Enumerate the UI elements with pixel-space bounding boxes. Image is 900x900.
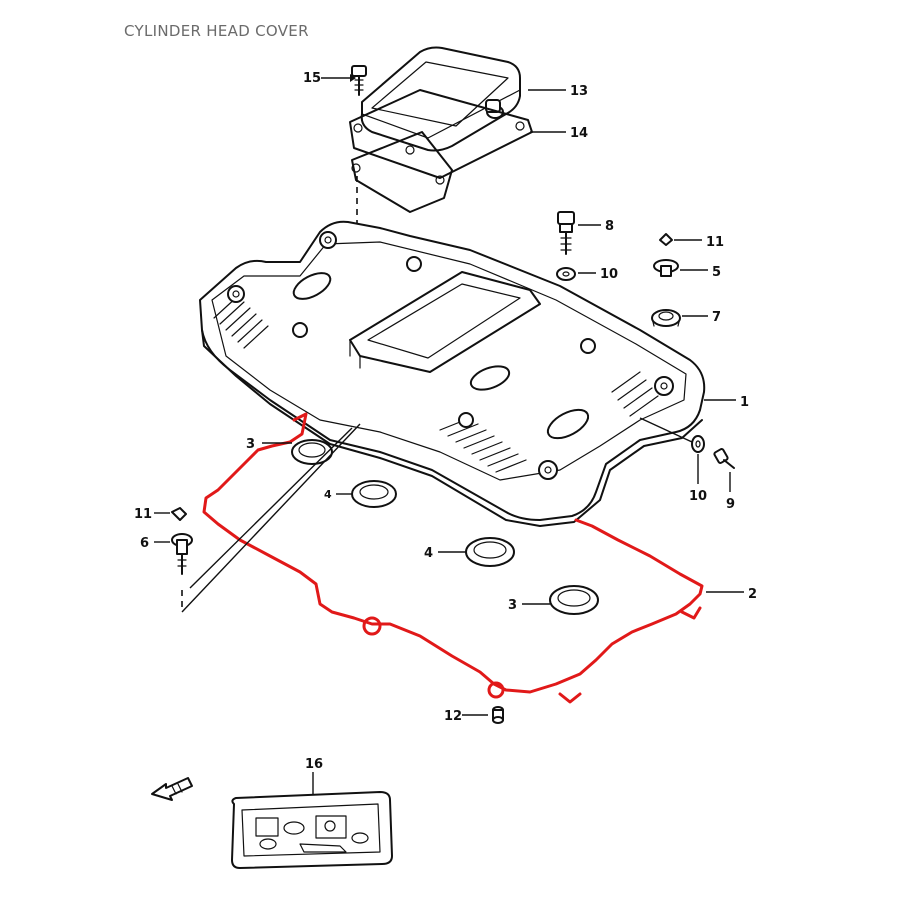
callout-5: 5 — [680, 265, 721, 280]
svg-text:8: 8 — [605, 219, 614, 234]
callout-4-lower: 4 — [424, 546, 466, 561]
callout-3-lower: 3 — [508, 598, 550, 613]
svg-text:7: 7 — [712, 310, 721, 325]
svg-text:10: 10 — [600, 267, 618, 282]
part-2-cover-gasket[interactable] — [202, 412, 704, 704]
part-4-seal-ring-upper[interactable] — [351, 480, 397, 508]
svg-text:11: 11 — [706, 235, 724, 250]
svg-text:4: 4 — [424, 546, 433, 561]
svg-text:4: 4 — [324, 488, 332, 501]
callout-3-upper: 3 — [246, 437, 292, 452]
part-3-seal-ring-lower[interactable] — [549, 585, 599, 615]
svg-text:11: 11 — [134, 507, 152, 522]
part-11-cap-lower[interactable] — [171, 507, 187, 521]
svg-text:5: 5 — [712, 265, 721, 280]
callout-14: 14 — [530, 126, 588, 141]
part-6-bolt[interactable] — [171, 533, 193, 575]
cover-bolt-bosses — [227, 231, 674, 480]
part-10-washer-lower[interactable] — [691, 435, 705, 453]
part-10-washer-upper[interactable] — [556, 267, 576, 281]
svg-text:10: 10 — [689, 489, 707, 504]
part-9-bolt[interactable] — [713, 448, 735, 469]
callout-11-upper: 11 — [674, 235, 724, 250]
svg-text:2: 2 — [748, 587, 757, 602]
svg-text:14: 14 — [570, 126, 588, 141]
callout-16: 16 — [305, 757, 323, 794]
callout-8: 8 — [578, 219, 614, 234]
callout-12: 12 — [444, 709, 488, 724]
svg-text:3: 3 — [246, 437, 255, 452]
front-direction-arrow-icon — [151, 777, 193, 801]
svg-text:6: 6 — [140, 536, 149, 551]
svg-text:1: 1 — [740, 395, 749, 410]
callout-1: 1 — [704, 395, 749, 410]
callout-10-upper: 10 — [578, 267, 618, 282]
callout-6: 6 — [140, 536, 170, 551]
svg-text:12: 12 — [444, 709, 462, 724]
callout-11-lower: 11 — [134, 507, 170, 522]
callout-15: 15 — [303, 71, 356, 86]
part-1-cylinder-head-cover[interactable] — [199, 220, 706, 527]
part-16-gasket-set[interactable] — [231, 791, 393, 869]
callout-4-upper: 4 — [324, 488, 352, 501]
part-4-seal-ring-lower[interactable] — [465, 537, 515, 567]
svg-text:13: 13 — [570, 84, 588, 99]
diagram-title: CYLINDER HEAD COVER — [124, 22, 309, 40]
assembly-line-6-diagonal-a — [181, 423, 361, 613]
callout-13: 13 — [528, 84, 588, 99]
svg-text:3: 3 — [508, 598, 517, 613]
part-5-bolt[interactable] — [653, 259, 679, 277]
part-11-cap-upper[interactable] — [659, 233, 673, 246]
callout-10-lower: 10 — [689, 454, 707, 504]
svg-text:15: 15 — [303, 71, 321, 86]
part-7-grommet[interactable] — [651, 309, 681, 327]
leader-10-to-cover — [639, 417, 693, 443]
svg-text:16: 16 — [305, 757, 323, 772]
callout-9: 9 — [726, 472, 735, 512]
part-12-dowel[interactable] — [492, 706, 504, 724]
assembly-line-6-diagonal-b — [189, 427, 353, 589]
callout-2: 2 — [706, 587, 757, 602]
callout-7: 7 — [682, 310, 721, 325]
part-13-breather-cover[interactable] — [360, 46, 521, 152]
part-8-bolt[interactable] — [557, 211, 575, 255]
svg-text:9: 9 — [726, 497, 735, 512]
part-15-bolt[interactable] — [351, 65, 367, 96]
